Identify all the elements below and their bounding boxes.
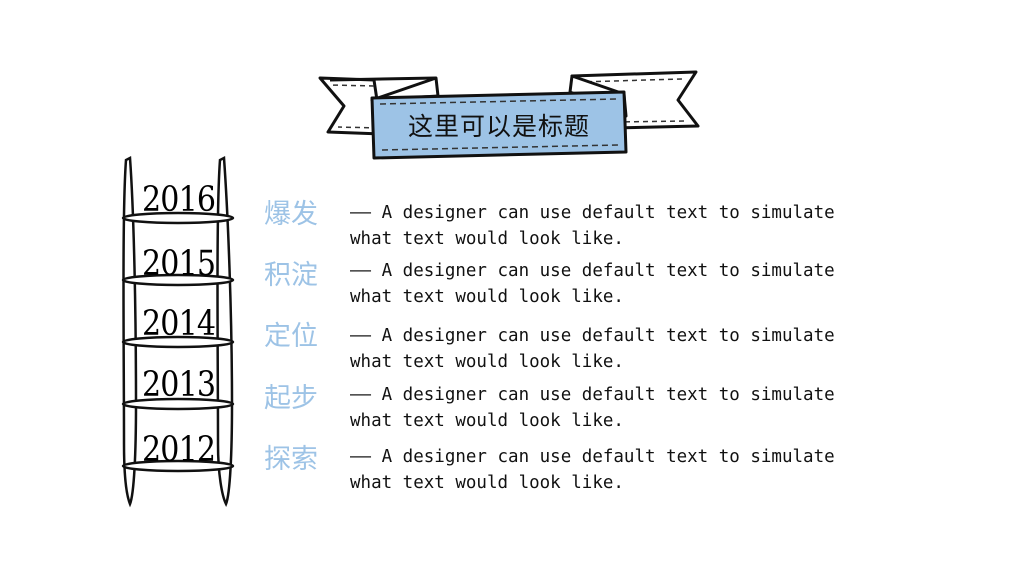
- description: —— A designer can use default text to si…: [350, 323, 910, 375]
- ladder-drawing: [121, 156, 235, 508]
- description: —— A designer can use default text to si…: [350, 444, 910, 496]
- description-line: —— A designer can use default text to si…: [350, 261, 835, 281]
- stage-label: 积淀: [264, 260, 318, 291]
- year-label: 2014: [142, 304, 216, 344]
- year-label: 2015: [142, 244, 216, 284]
- ribbon-drawing: [318, 70, 700, 160]
- description-line: —— A designer can use default text to si…: [350, 203, 835, 223]
- description-line: what text would look like.: [350, 411, 624, 431]
- year-label: 2016: [142, 180, 216, 220]
- description-line: —— A designer can use default text to si…: [350, 447, 835, 467]
- year-label: 2013: [142, 365, 216, 405]
- title-ribbon: [316, 66, 702, 166]
- stage-label: 探索: [264, 444, 318, 475]
- description: —— A designer can use default text to si…: [350, 382, 910, 434]
- description-line: —— A designer can use default text to si…: [350, 326, 835, 346]
- description-line: —— A designer can use default text to si…: [350, 385, 835, 405]
- ladder-illustration: [116, 154, 242, 510]
- description-line: what text would look like.: [350, 473, 624, 493]
- description-line: what text would look like.: [350, 352, 624, 372]
- slide-title: 这里可以是标题: [407, 112, 590, 141]
- description-line: what text would look like.: [350, 229, 624, 249]
- stage-label: 爆发: [264, 199, 318, 230]
- description: —— A designer can use default text to si…: [350, 258, 910, 310]
- description-line: what text would look like.: [350, 287, 624, 307]
- description: —— A designer can use default text to si…: [350, 200, 910, 252]
- stage-label: 定位: [264, 321, 318, 352]
- year-label: 2012: [142, 430, 216, 470]
- stage-label: 起步: [264, 383, 318, 414]
